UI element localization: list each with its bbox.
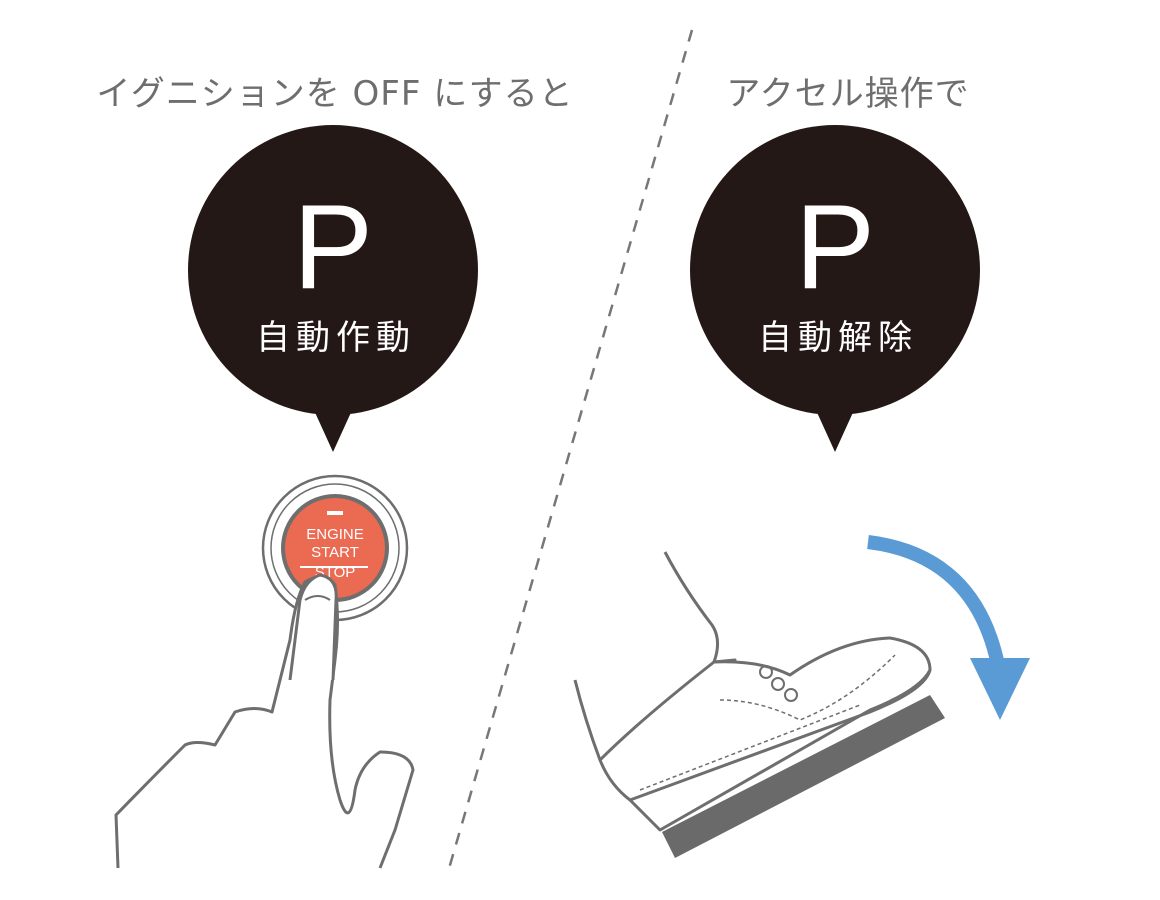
shoe-sole [629, 669, 932, 802]
speech-bubble-right [690, 125, 980, 452]
stop-label: STOP [314, 564, 356, 581]
hand-finger [114, 575, 415, 869]
start-label: START [311, 544, 359, 561]
auto-engage-label: 自動作動 [256, 318, 416, 358]
trouser-leg [573, 551, 737, 762]
divider-dashed-line [446, 29, 694, 873]
right-heading: アクセル操作で [726, 74, 970, 114]
shoe-laces [759, 665, 799, 702]
arrow-head [970, 658, 1030, 720]
shoe-stitching [639, 654, 896, 791]
engine-label: ENGINE [306, 526, 364, 543]
left-heading: イグニションを OFF にすると [96, 74, 574, 114]
parking-symbol-left: P [292, 180, 374, 314]
engine-button-text: ENGINE START STOP [306, 526, 364, 582]
accelerator-pedal [662, 695, 945, 858]
auto-release-label: 自動解除 [758, 318, 918, 358]
parking-symbol-right: P [794, 180, 876, 314]
speech-bubble-left [188, 125, 478, 452]
acceleration-arrow [867, 535, 1005, 667]
